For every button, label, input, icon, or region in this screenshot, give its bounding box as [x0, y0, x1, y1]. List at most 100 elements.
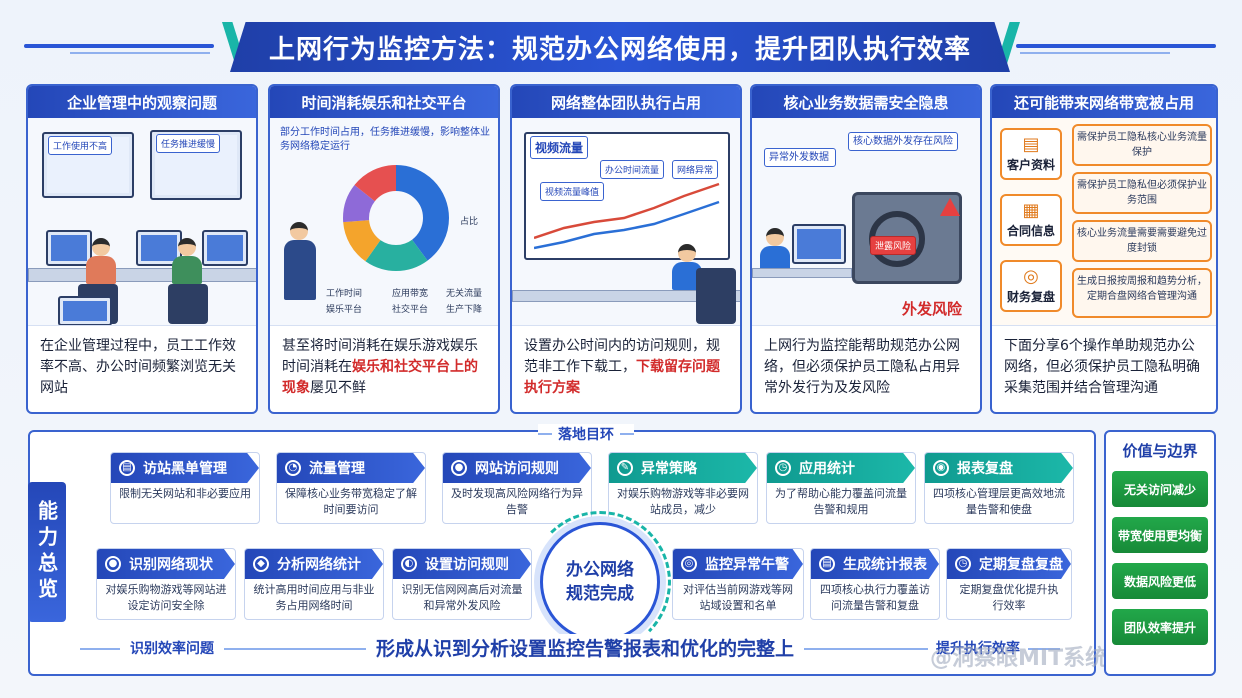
chart-tag: 网络异常 [672, 160, 719, 179]
lock-icon: ● [451, 460, 467, 476]
legend-item: 娱乐平台 [326, 305, 363, 315]
capability-title: 应用统计 [799, 461, 855, 477]
risk-label: 外发风险 [902, 300, 963, 318]
capability-head: ●网站访问规则 [443, 453, 591, 483]
worker-head [178, 238, 196, 256]
desk [752, 268, 852, 278]
capability-desc: 为了帮助心能力覆盖问流量告警和规用 [775, 487, 907, 516]
security-illustration: 核心数据外发存在风险 异常外发数据 泄露风险 外发风险 [752, 118, 980, 326]
worker-body [172, 256, 202, 284]
panel-description: 在企业管理过程中，员工工作效率不高、办公时间频繁浏览无关网站 [40, 338, 236, 396]
risk-note: 核心数据外发存在风险 [848, 132, 958, 151]
step-desc: 对娱乐购物游戏等网站进设定访问安全除 [105, 583, 227, 612]
data-types-illustration: ▤客户资料 ▦合同信息 ◎财务复盘 需保护员工隐私核心业务流量保护 需保护员工隐… [992, 118, 1216, 326]
capability-head: ◷ 应用统计 [767, 453, 915, 483]
capability-card: ▤ 访站黑单管理 限制无关网站和非必要应用 [110, 452, 260, 524]
desc-text: 设置办公时间内的访问规则，规范非工作下载工， [524, 338, 720, 375]
capability-icon: ◔ [285, 460, 301, 476]
panel-description: 下面分享6个操作单助规范办公网络，但必须保护员工隐私明确采集范围并结合管理沟通 [1004, 338, 1200, 396]
panel-heading: 企业管理中的观察问题 [28, 86, 256, 118]
traffic-line-red [534, 182, 720, 240]
report-gen-icon: ▤ [819, 556, 835, 572]
doc-icon: ▤ [1022, 134, 1040, 155]
chair [696, 268, 736, 324]
value-item: 数据风险更低 [1112, 563, 1208, 599]
step-card: ◷定期复盘复盘 定期复盘优化提升执行效率 [946, 548, 1072, 620]
capability-card: ●网站访问规则 及时发现高风险网络行为异告警 [442, 452, 592, 524]
capability-desc: 限制无关网站和非必要应用 [119, 487, 251, 500]
page-title: 上网行为监控方法：规范办公网络使用，提升团队执行效率 [230, 22, 1010, 72]
presenter-head [290, 222, 308, 240]
capability-head: ✎异常策略 [609, 453, 757, 483]
desc-text: 甚至将时间消耗在娱乐游戏娱乐时间消耗在 [282, 338, 478, 375]
legend-item: 工作时间 [326, 289, 363, 299]
panel-bandwidth: 网络整体团队执行占用 视频流量 办公时间流量 网络异常 视频流量峰值 设置办公时… [510, 84, 742, 414]
presenter-body [284, 240, 316, 300]
capability-desc: 及时发现高风险网络行为异告警 [451, 487, 583, 516]
step-card: ◎监控异常午警 对评估当前网游戏等网站域设置和名单 [672, 548, 804, 620]
capability-icon: ▤ [119, 460, 135, 476]
donut-slice [343, 165, 449, 271]
value-item: 无关访问减少 [1112, 471, 1208, 507]
capability-head: ▤ 访站黑单管理 [111, 453, 259, 483]
panel-heading: 时间消耗娱乐和社交平台 [270, 86, 498, 118]
data-type-card: ◎财务复盘 [1000, 260, 1062, 312]
rule-icon: ◐ [401, 556, 417, 572]
step-desc: 识别无信网网高后对流量和异常外发风险 [401, 583, 523, 612]
value-boundary-box: 价值与边界 无关访问减少 带宽使用更均衡 数据风险更低 团队效率提升 [1104, 430, 1216, 676]
worker-head [92, 238, 110, 256]
data-type-label: 合同信息 [1006, 224, 1055, 238]
step-desc: 对评估当前网游戏等网站域设置和名单 [683, 583, 793, 612]
center-goal-text: 办公网络规范完成 [566, 560, 634, 604]
title-deco-line2-left [70, 52, 210, 54]
capability-card: ◉报表复盘 四项核心管理层更高效地流量告警和使盘 [924, 452, 1074, 524]
legend-item: 无关流量 [446, 289, 483, 299]
warning-icon [940, 198, 960, 216]
monitor-icon [202, 230, 248, 266]
traffic-illustration: 视频流量 办公时间流量 网络异常 视频流量峰值 [512, 118, 740, 326]
step-title: 定期复盘复盘 [979, 557, 1063, 573]
title-deco-line-right [1016, 44, 1216, 48]
step-head: ●识别网络现状 [97, 549, 235, 579]
donut-illustration: 部分工作时间占用，任务推进缓慢，影响整体业务网络稳定运行 占比 工作时间 应用带… [270, 118, 498, 326]
capability-desc: 保障核心业务带宽稳定了解时间要访问 [285, 487, 417, 516]
identify-icon: ● [105, 556, 121, 572]
desc-highlight: 娱乐和社交平台上的现象 [282, 359, 478, 396]
legend-item: 生产下降 [446, 305, 483, 315]
step-desc: 统计高用时间应用与非业务占用网络时间 [253, 583, 375, 612]
donut-slice [343, 165, 449, 271]
screen-label: 泄露风险 [870, 236, 917, 255]
panel-description: 上网行为监控能帮助规范办公网络，但必须保护员工隐私占用异常外发行为及发风险 [764, 338, 960, 396]
step-card: ◆分析网络统计 统计高用时间应用与非业务占用网络时间 [244, 548, 384, 620]
traffic-line-blue [534, 200, 720, 250]
panel-data-security: 核心业务数据需安全隐患 核心数据外发存在风险 异常外发数据 泄露风险 外发风险 … [750, 84, 982, 414]
capability-title: 报表复盘 [957, 461, 1013, 477]
step-title: 设置访问规则 [425, 557, 509, 573]
chart-title: 视频流量 [530, 136, 589, 159]
privacy-note: 生成日报按周报和趋势分析，定期合盘网络合管理沟通 [1072, 268, 1212, 318]
flow-main-label: 形成从识到分析设置监控告警报表和优化的完整上 [366, 634, 805, 661]
monitor-icon [792, 224, 846, 264]
flow-end-label: 提升执行效率 [928, 638, 1028, 658]
stats-icon: ◷ [775, 460, 791, 476]
panel-description: 甚至将时间消耗在娱乐游戏娱乐时间消耗在娱乐和社交平台上的现象屡见不鲜 [270, 326, 498, 409]
step-title: 监控异常午警 [705, 557, 789, 573]
privacy-note: 核心业务流量需要需要避免过度封锁 [1072, 220, 1212, 262]
step-card: ▤生成统计报表 四项核心执行力覆盖访问流量告警和复盘 [810, 548, 940, 620]
step-head: ◐ 设置访问规则 [393, 549, 531, 579]
panel-heading: 网络整体团队执行占用 [512, 86, 740, 118]
capability-title: 访站黑单管理 [143, 461, 227, 477]
chart-tag: 视频流量峰值 [540, 182, 605, 201]
panel-entertainment: 时间消耗娱乐和社交平台 部分工作时间占用，任务推进缓慢，影响整体业务网络稳定运行… [268, 84, 500, 414]
value-item: 带宽使用更均衡 [1112, 517, 1208, 553]
chart-caption: 部分工作时间占用，任务推进缓慢，影响整体业务网络稳定运行 [280, 127, 490, 152]
panel-observation: 企业管理中的观察问题 工作使用不高 任务推进缓慢 在企业管理过程中，员工工作效率… [26, 84, 258, 414]
card-label: 工作使用不高 [48, 136, 113, 155]
capability-title: 异常策略 [641, 461, 697, 477]
title-deco-line-left [24, 44, 214, 48]
chart-tag: 办公时间流量 [600, 160, 665, 179]
monitor-icon [58, 296, 112, 325]
data-type-card: ▦合同信息 [1000, 194, 1062, 246]
panel-bandwidth-occupied: 还可能带来网络带宽被占用 ▤客户资料 ▦合同信息 ◎财务复盘 需保护员工隐私核心… [990, 84, 1218, 414]
flow-start-label: 识别效率问题 [120, 638, 224, 658]
